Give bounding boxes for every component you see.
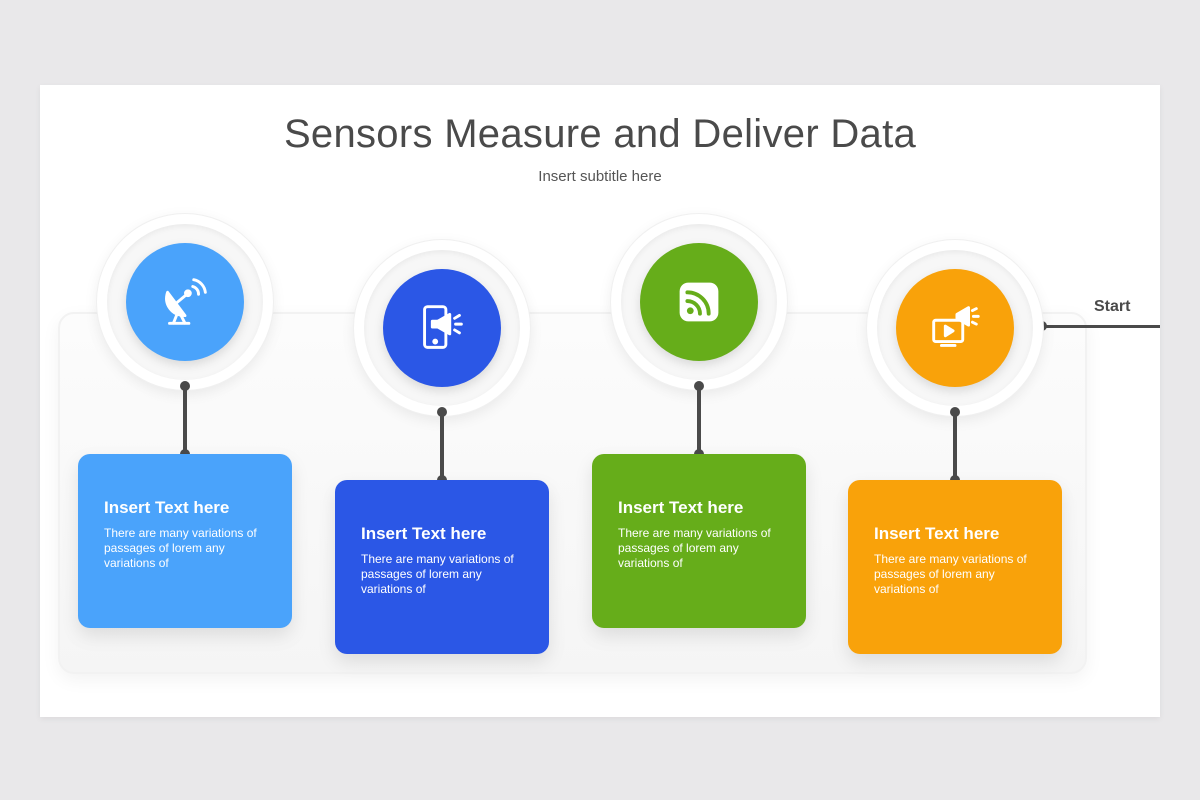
page-subtitle: Insert subtitle here xyxy=(538,168,662,185)
start-label: Start xyxy=(1094,298,1131,315)
rss-feed-icon xyxy=(679,282,719,322)
step-4-icon-ring xyxy=(867,240,1043,416)
step-3-title: Insert Text here xyxy=(618,498,744,517)
step-2-title: Insert Text here xyxy=(361,524,487,543)
step-1-title: Insert Text here xyxy=(104,498,230,517)
step-2-card: Insert Text here There are many variatio… xyxy=(335,480,549,654)
step-1-body: There are many variations of passages of… xyxy=(104,526,257,570)
step-2-body: There are many variations of passages of… xyxy=(361,552,514,596)
page-title: Sensors Measure and Deliver Data xyxy=(283,112,917,156)
step-4-card: Insert Text here There are many variatio… xyxy=(848,480,1062,654)
step-1-connector xyxy=(183,386,187,454)
step-4-title: Insert Text here xyxy=(874,524,1000,543)
step-4-body: There are many variations of passages of… xyxy=(874,552,1027,596)
satellite-dish-icon xyxy=(165,278,207,325)
step-4-connector xyxy=(953,412,957,480)
step-4-connector-dot-top xyxy=(950,407,960,417)
step-3-connector-dot-top xyxy=(694,381,704,391)
step-1-icon-ring xyxy=(97,214,273,390)
step-4-icon-disc xyxy=(896,269,1014,387)
step-1-card: Insert Text here There are many variatio… xyxy=(78,454,292,628)
step-3-card: Insert Text here There are many variatio… xyxy=(592,454,806,628)
step-2-icon-disc xyxy=(383,269,501,387)
step-2-icon-ring xyxy=(354,240,530,416)
step-3-icon-disc xyxy=(640,243,758,361)
start-connector-line xyxy=(1042,325,1160,328)
step-3-icon-ring xyxy=(611,214,787,390)
mobile-megaphone-icon xyxy=(423,305,463,349)
step-3-body: There are many variations of passages of… xyxy=(618,526,771,570)
video-megaphone-icon xyxy=(932,306,980,347)
step-2-connector-dot-top xyxy=(437,407,447,417)
step-2-connector xyxy=(440,412,444,480)
step-1-connector-dot-top xyxy=(180,381,190,391)
step-3-connector xyxy=(697,386,701,454)
step-1-icon-disc xyxy=(126,243,244,361)
